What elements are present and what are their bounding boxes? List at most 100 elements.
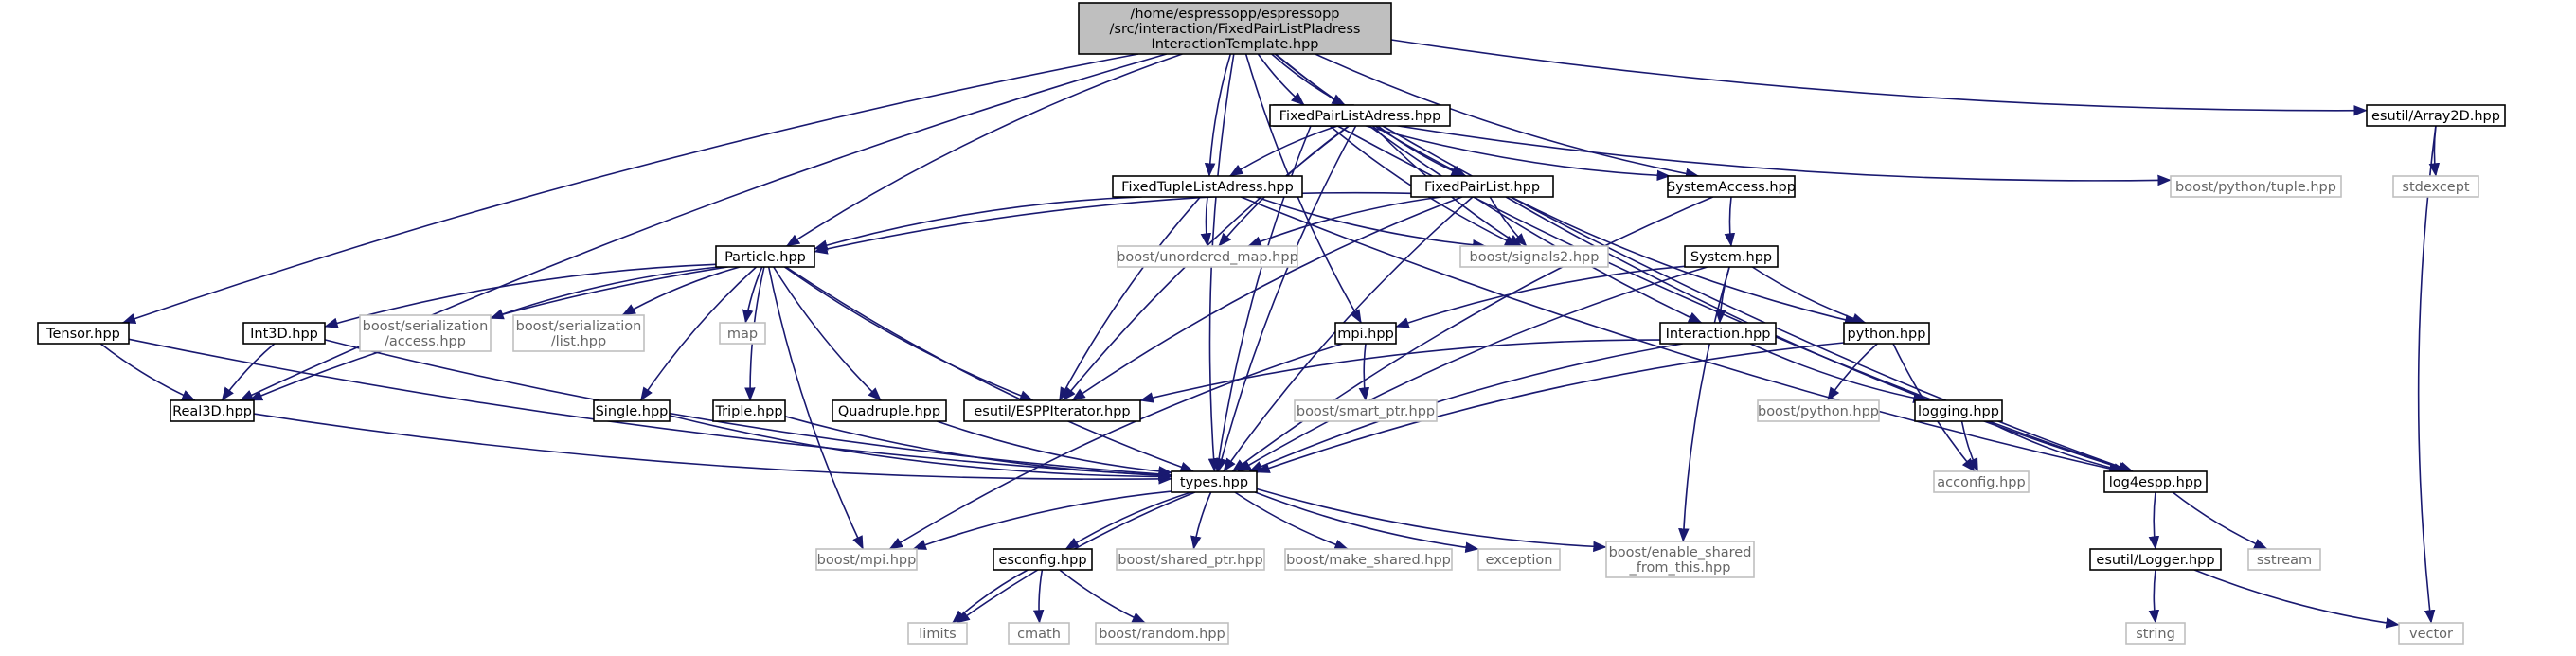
edge-particle-to-esppiter xyxy=(783,266,1034,401)
node-bslist: boost/serialization/list.hpp xyxy=(512,314,645,352)
node-label: boost/random.hpp xyxy=(1099,627,1225,642)
node-box xyxy=(1095,622,1229,645)
node-triple[interactable]: Triple.hpp xyxy=(712,399,786,422)
edge-particle-to-map xyxy=(742,266,763,324)
node-ftla[interactable]: FixedTupleListAdress.hpp xyxy=(1112,175,1303,198)
edge-tensor-to-real3d xyxy=(99,343,196,401)
edge-sysaccess-to-system xyxy=(1724,196,1736,247)
edge-fpl-to-unordered xyxy=(1247,196,1442,247)
node-quadruple[interactable]: Quadruple.hpp xyxy=(832,399,947,422)
node-box xyxy=(2366,104,2506,127)
node-sstream: sstream xyxy=(2247,548,2321,571)
node-box xyxy=(2392,175,2479,198)
node-box xyxy=(2103,470,2208,493)
node-python[interactable]: python.hpp xyxy=(1843,322,1930,345)
node-box xyxy=(1914,399,2003,422)
node-box xyxy=(1843,322,1930,345)
edge-types-to-bmake xyxy=(1234,491,1349,550)
node-box xyxy=(2247,548,2321,571)
edge-ftla-to-esppiter xyxy=(1058,196,1201,401)
edge-types-to-bshared xyxy=(1190,491,1212,550)
node-fpla[interactable]: FixedPairListAdress.hpp xyxy=(1269,104,1451,127)
node-particle[interactable]: Particle.hpp xyxy=(715,245,815,268)
edge-particle-to-bsaccess xyxy=(490,266,720,320)
edge-root-to-ftla xyxy=(1204,53,1232,177)
node-label: Single.hpp xyxy=(596,404,669,419)
node-box xyxy=(1269,104,1451,127)
edge-ftla-to-particle xyxy=(814,196,1142,251)
node-box xyxy=(1659,322,1777,345)
edge-ftla-to-signals2 xyxy=(1256,196,1487,251)
node-bptuple: boost/python/tuple.hpp xyxy=(2170,175,2342,198)
node-label: /list.hpp xyxy=(551,334,606,349)
node-types[interactable]: types.hpp xyxy=(1171,470,1258,493)
edge-system-to-benable xyxy=(1678,266,1730,542)
node-log4espp[interactable]: log4espp.hpp xyxy=(2103,470,2208,493)
node-array2d[interactable]: esutil/Array2D.hpp xyxy=(2366,104,2506,127)
node-box xyxy=(1757,399,1880,422)
node-exception: exception xyxy=(1477,548,1561,571)
node-smartptr: boost/smart_ptr.hpp xyxy=(1294,399,1438,422)
edge-types-to-benable xyxy=(1256,488,1607,553)
node-tensor[interactable]: Tensor.hpp xyxy=(37,322,130,345)
node-single[interactable]: Single.hpp xyxy=(593,399,671,422)
node-label: exception xyxy=(1486,553,1553,568)
node-logger[interactable]: esutil/Logger.hpp xyxy=(2089,548,2222,571)
node-benable: boost/enable_shared_from_this.hpp xyxy=(1605,541,1755,578)
node-real3d[interactable]: Real3D.hpp xyxy=(170,399,255,422)
node-label: esutil/Logger.hpp xyxy=(2096,553,2214,568)
node-esconfig[interactable]: esconfig.hpp xyxy=(993,548,1093,571)
node-box xyxy=(1294,399,1438,422)
edge-esconfig-to-limits xyxy=(952,569,1029,624)
node-fpl[interactable]: FixedPairList.hpp xyxy=(1410,175,1554,198)
node-acconfig: acconfig.hpp xyxy=(1933,470,2030,493)
node-label: limits xyxy=(919,627,956,642)
node-label: /src/interaction/FixedPairListPIadress xyxy=(1110,22,1361,37)
node-label: boost/python.hpp xyxy=(1758,404,1879,419)
edge-fpla-to-ftla xyxy=(1228,125,1338,177)
node-label: boost/make_shared.hpp xyxy=(1286,553,1451,568)
node-box xyxy=(719,322,766,345)
node-int3d[interactable]: Int3D.hpp xyxy=(242,322,326,345)
node-label: Particle.hpp xyxy=(724,250,806,265)
edge-fpla-to-fpl xyxy=(1377,125,1465,177)
node-box xyxy=(1605,541,1755,578)
node-box xyxy=(2398,622,2464,645)
edge-quadruple-to-types xyxy=(937,420,1172,477)
node-box xyxy=(1459,245,1609,268)
node-label: Tensor.hpp xyxy=(45,327,120,342)
node-box xyxy=(359,314,492,352)
edge-interaction-to-logging xyxy=(1749,343,1927,404)
edge-interaction-to-esppiter xyxy=(1139,339,1661,403)
node-box xyxy=(2125,622,2186,645)
edge-types-to-exception xyxy=(1254,491,1479,553)
node-label: Quadruple.hpp xyxy=(838,404,940,419)
node-interaction[interactable]: Interaction.hpp xyxy=(1659,322,1777,345)
node-box xyxy=(1410,175,1554,198)
node-bmpi: boost/mpi.hpp xyxy=(815,548,918,571)
node-system[interactable]: System.hpp xyxy=(1684,245,1779,268)
node-box xyxy=(832,399,947,422)
node-cmath: cmath xyxy=(1008,622,1070,645)
node-esppiter[interactable]: esutil/ESPPIterator.hpp xyxy=(963,399,1141,422)
node-box xyxy=(593,399,671,422)
node-label: boost/smart_ptr.hpp xyxy=(1297,404,1435,419)
node-label: mpi.hpp xyxy=(1337,327,1394,342)
node-label: Interaction.hpp xyxy=(1666,327,1771,342)
node-sysaccess[interactable]: SystemAccess.hpp xyxy=(1667,175,1796,198)
node-bpython: boost/python.hpp xyxy=(1757,399,1880,422)
node-box xyxy=(1112,175,1303,198)
edge-triple-to-types xyxy=(784,416,1172,481)
node-box xyxy=(1117,245,1298,268)
node-vector: vector xyxy=(2398,622,2464,645)
node-label: boost/python/tuple.hpp xyxy=(2175,180,2336,195)
node-label: boost/signals2.hpp xyxy=(1470,250,1600,265)
node-mpi[interactable]: mpi.hpp xyxy=(1334,322,1397,345)
node-box xyxy=(1116,548,1265,571)
node-logging[interactable]: logging.hpp xyxy=(1914,399,2003,422)
node-label: esutil/ESPPIterator.hpp xyxy=(974,404,1130,419)
node-label: FixedTupleListAdress.hpp xyxy=(1121,180,1294,195)
node-label: Real3D.hpp xyxy=(172,404,252,419)
node-label: string xyxy=(2136,627,2175,642)
node-box xyxy=(2170,175,2342,198)
